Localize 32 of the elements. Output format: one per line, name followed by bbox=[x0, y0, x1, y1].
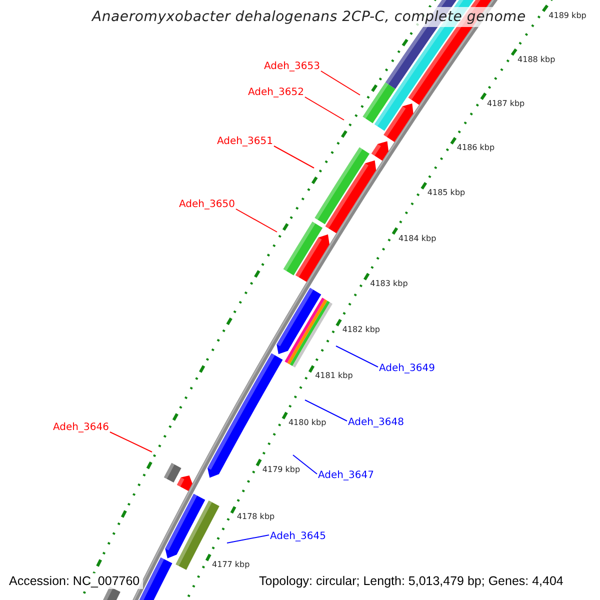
leader-line bbox=[109, 432, 152, 452]
leader-line bbox=[226, 534, 270, 544]
tick-label: 4185 kbp bbox=[427, 188, 466, 198]
gene-label: Adeh_3646 bbox=[53, 422, 109, 433]
tick-label: 4182 kbp bbox=[342, 325, 380, 334]
accession-text: Accession: NC_007760 bbox=[6, 573, 143, 589]
tick-label: 4184 kbp bbox=[398, 234, 436, 243]
tick-label: 4183 kbp bbox=[370, 279, 408, 288]
leader-line bbox=[235, 208, 278, 232]
leader-line bbox=[304, 400, 348, 422]
leader-line bbox=[336, 346, 378, 368]
gene-label: Adeh_3653 bbox=[264, 61, 320, 72]
tick-label: 4181 kbp bbox=[315, 371, 353, 380]
gene-label: Adeh_3650 bbox=[179, 199, 235, 210]
tick-label: 4186 kbp bbox=[456, 143, 495, 152]
tick-label: 4178 kbp bbox=[236, 512, 275, 522]
tick-label: 4189 kbp bbox=[548, 11, 586, 20]
gene-label: Adeh_3649 bbox=[379, 363, 435, 374]
tick-label: 4177 kbp bbox=[212, 560, 250, 569]
tick-label: 4179 kbp bbox=[262, 465, 300, 474]
leader-line bbox=[320, 70, 360, 96]
gene-label: Adeh_3652 bbox=[248, 87, 304, 98]
tick-label: 4180 kbp bbox=[288, 418, 326, 428]
gene-label: Adeh_3647 bbox=[318, 470, 374, 481]
tick-label: 4187 kbp bbox=[486, 98, 525, 108]
tick-label: 4188 kbp bbox=[518, 54, 556, 64]
leader-line bbox=[304, 96, 344, 120]
gene-label: Adeh_3645 bbox=[270, 531, 326, 542]
gene-label: Adeh_3648 bbox=[348, 417, 404, 428]
leader-line bbox=[292, 454, 318, 474]
gene-label: Adeh_3651 bbox=[217, 136, 273, 147]
leader-line bbox=[273, 146, 314, 168]
